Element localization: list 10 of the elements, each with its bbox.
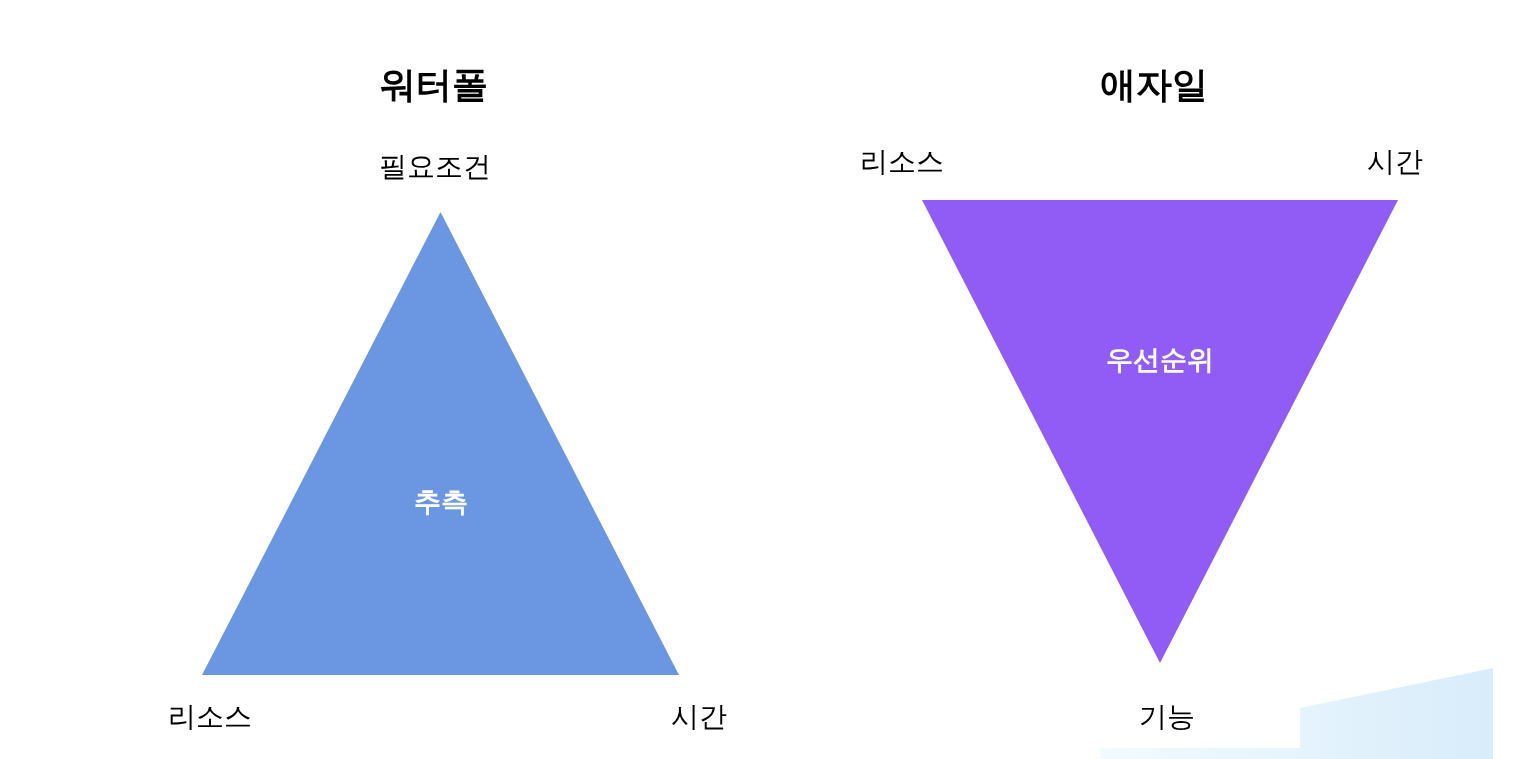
corner-label: 시간 <box>1367 144 1423 180</box>
corner-label: 기능 <box>1139 699 1195 735</box>
section-title: 워터폴 <box>380 63 488 107</box>
corner-label: 시간 <box>671 699 727 735</box>
triangle-label: 우선순위 <box>1106 342 1214 377</box>
section-title: 애자일 <box>1100 63 1208 107</box>
corner-label: 리소스 <box>860 144 944 180</box>
triangle-label: 추측 <box>413 484 468 519</box>
corner-label: 리소스 <box>168 699 252 735</box>
corner-label: 필요조건 <box>379 149 491 185</box>
